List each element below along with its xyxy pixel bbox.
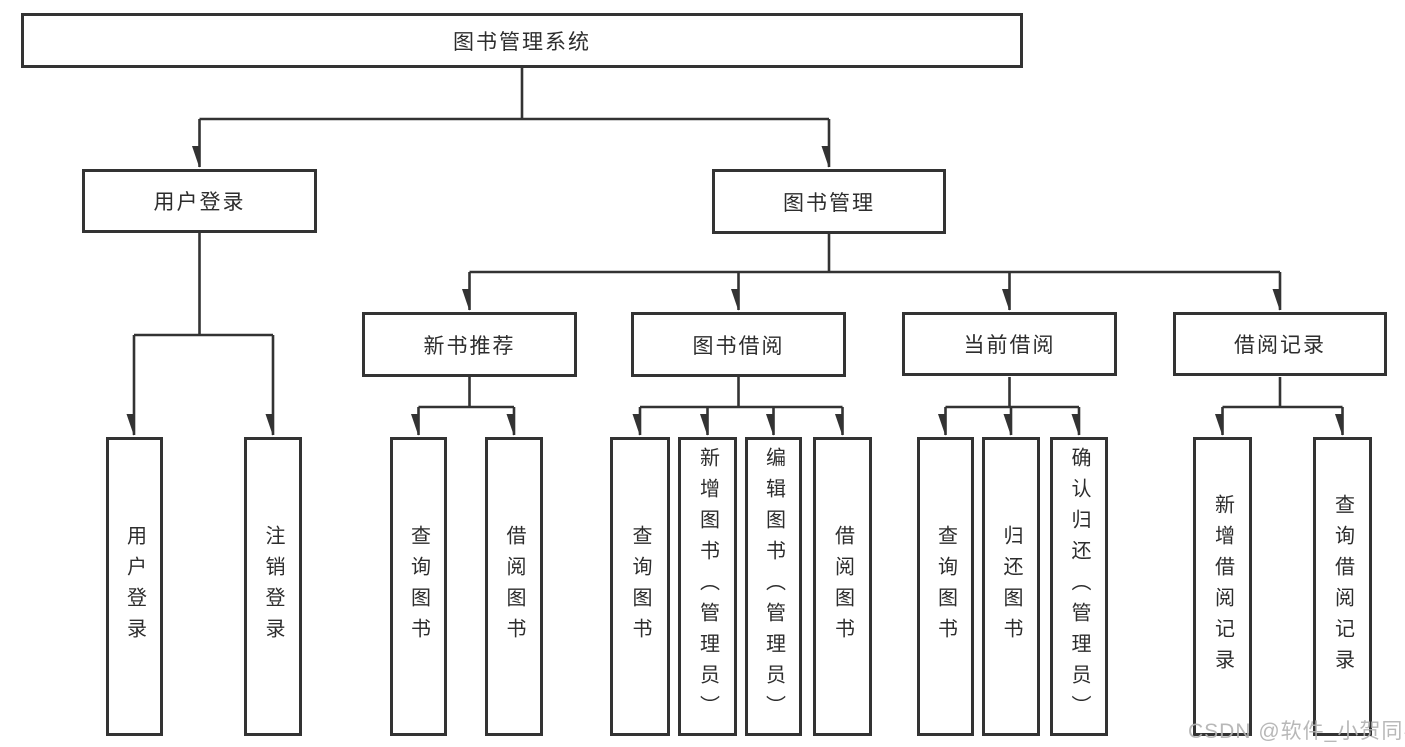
leaf-current-query-books-label: 查询图书 — [934, 524, 957, 649]
node-current-borrow-label: 当前借阅 — [963, 334, 1056, 357]
node-borrow-record: 借阅记录 — [1173, 312, 1387, 376]
leaf-logout: 注销登录 — [244, 437, 302, 736]
node-borrow-record-label: 借阅记录 — [1234, 334, 1326, 357]
node-current-borrow: 当前借阅 — [902, 312, 1117, 376]
leaf-query-borrow-record-label: 查询借阅记录 — [1331, 493, 1354, 680]
leaf-newbook-query-books-label: 查询图书 — [407, 524, 430, 649]
node-book-management-label: 图书管理 — [783, 191, 875, 215]
leaf-current-query-books: 查询图书 — [917, 437, 974, 736]
leaf-edit-books-admin: 编辑图书（管理员） — [745, 437, 802, 736]
node-user-login-label: 用户登录 — [153, 191, 246, 214]
leaf-borrow-borrow-books: 借阅图书 — [813, 437, 872, 736]
node-root-label: 图书管理系统 — [453, 30, 591, 54]
leaf-return-books-label: 归还图书 — [1000, 524, 1022, 649]
leaf-add-books-admin-label: 新增图书（管理员） — [696, 447, 719, 726]
node-new-book-recommend: 新书推荐 — [362, 312, 577, 377]
leaf-newbook-borrow-books-label: 借阅图书 — [503, 524, 525, 649]
leaf-add-borrow-record-label: 新增借阅记录 — [1211, 493, 1234, 680]
leaf-confirm-return-admin: 确认归还（管理员） — [1050, 437, 1108, 736]
leaf-add-books-admin: 新增图书（管理员） — [678, 437, 737, 736]
node-root-system: 图书管理系统 — [21, 13, 1023, 68]
leaf-edit-books-admin-label: 编辑图书（管理员） — [762, 447, 785, 726]
leaf-borrow-query-books-label: 查询图书 — [629, 524, 651, 649]
leaf-borrow-borrow-books-label: 借阅图书 — [831, 524, 854, 649]
csdn-watermark: CSDN @软件_小贺同学 — [1188, 720, 1405, 743]
leaf-confirm-return-admin-label: 确认归还（管理员） — [1068, 447, 1090, 726]
leaf-add-borrow-record: 新增借阅记录 — [1193, 437, 1252, 736]
leaf-query-borrow-record: 查询借阅记录 — [1313, 437, 1372, 736]
leaf-user-login-label: 用户登录 — [123, 524, 146, 649]
node-book-borrow-label: 图书借阅 — [692, 334, 785, 358]
node-user-login: 用户登录 — [82, 169, 317, 233]
leaf-user-login: 用户登录 — [106, 437, 163, 736]
leaf-borrow-query-books: 查询图书 — [610, 437, 670, 736]
node-book-borrow: 图书借阅 — [631, 312, 846, 377]
node-new-book-recommend-label: 新书推荐 — [423, 334, 516, 358]
node-book-management: 图书管理 — [712, 169, 946, 234]
leaf-newbook-query-books: 查询图书 — [390, 437, 447, 736]
leaf-return-books: 归还图书 — [982, 437, 1040, 736]
leaf-newbook-borrow-books: 借阅图书 — [485, 437, 543, 736]
leaf-logout-label: 注销登录 — [262, 524, 284, 649]
